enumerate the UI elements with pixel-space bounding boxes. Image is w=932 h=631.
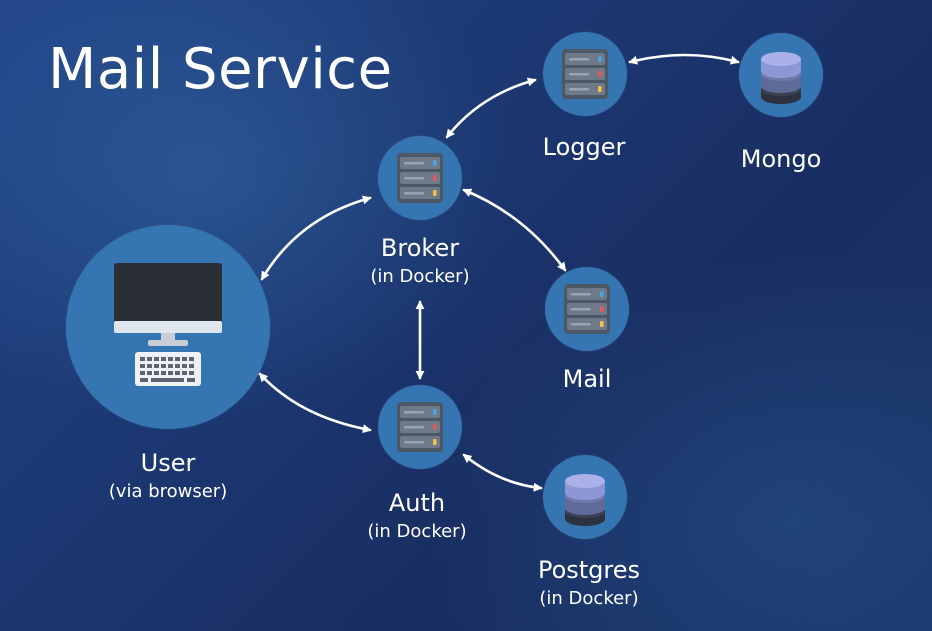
arrow-user-auth xyxy=(258,372,372,434)
postgres-title: Postgres xyxy=(537,556,641,584)
arrow-broker-mail xyxy=(462,188,567,272)
logger-label: Logger xyxy=(464,132,704,162)
mongo-node-circle xyxy=(739,33,823,117)
database-icon xyxy=(565,474,605,526)
user-label: User (via browser) xyxy=(48,448,288,504)
broker-subtitle: (in Docker) xyxy=(370,266,470,287)
broker-label: Broker (in Docker) xyxy=(300,233,540,289)
arrow-logger-mongo xyxy=(628,53,740,65)
diagram-title: Mail Service xyxy=(48,37,393,102)
arrow-broker-logger xyxy=(445,77,537,139)
server-icon xyxy=(397,153,443,203)
arrow-user-broker xyxy=(260,195,372,281)
database-icon xyxy=(761,52,801,104)
broker-node-circle xyxy=(378,136,462,220)
server-icon xyxy=(397,402,443,452)
logger-node-circle xyxy=(543,32,627,116)
auth-node-circle xyxy=(378,385,462,469)
desktop-computer-icon xyxy=(114,263,222,386)
user-title: User xyxy=(140,449,196,477)
auth-title: Auth xyxy=(388,489,446,517)
postgres-node-circle xyxy=(543,455,627,539)
mail-label: Mail xyxy=(467,364,707,394)
auth-subtitle: (in Docker) xyxy=(367,521,467,542)
mongo-title: Mongo xyxy=(740,145,822,173)
server-icon xyxy=(564,284,610,334)
broker-title: Broker xyxy=(380,234,460,262)
server-icon xyxy=(562,49,608,99)
mongo-label: Mongo xyxy=(661,144,901,174)
user-node-circle xyxy=(66,225,270,429)
postgres-subtitle: (in Docker) xyxy=(539,588,639,609)
user-subtitle: (via browser) xyxy=(108,481,228,502)
mail-node-circle xyxy=(545,267,629,351)
mail-title: Mail xyxy=(562,365,612,393)
logger-title: Logger xyxy=(542,133,626,161)
arrow-auth-postgres xyxy=(462,453,543,492)
auth-label: Auth (in Docker) xyxy=(297,488,537,544)
postgres-label: Postgres (in Docker) xyxy=(469,555,709,611)
